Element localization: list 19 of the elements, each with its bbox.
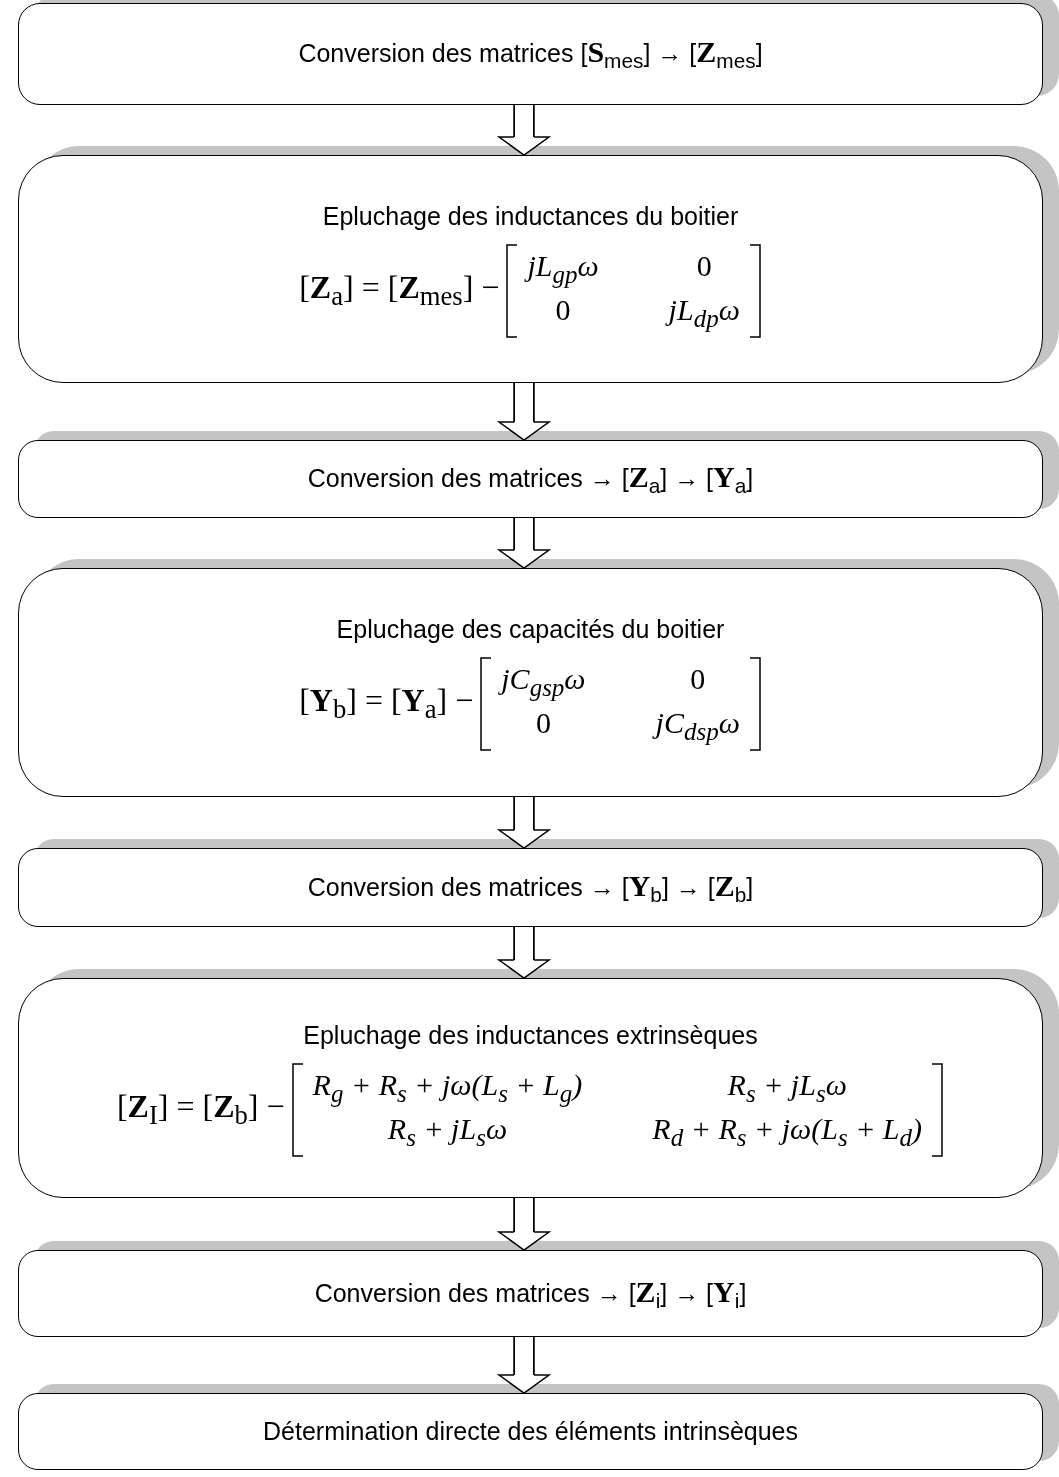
matrix-entry: R$_{s}$ + jL$_{s}$ω	[386, 1111, 509, 1152]
matrix-entry: R$_{g}$ + R$_{s}$ + jω(L$_{s}$ + L$_{g}$)	[312, 1067, 583, 1108]
step-text: Détermination directe des éléments intrinsèques	[263, 1417, 798, 1446]
matrix-entry: R$_{s}$ + jL$_{s}$ω	[726, 1067, 848, 1108]
step-text: Conversion des matrices → [Z$_{i}$] → [Y$_{i}$]	[314, 1274, 747, 1313]
step-title: Epluchage des capacités du boitier	[336, 615, 725, 644]
formula: [Z$_{a}$] = [Z$_{mes}$] −	[299, 268, 500, 313]
matrix-entry: 0	[689, 662, 707, 697]
step-title: Epluchage des inductances du boitier	[322, 201, 739, 231]
step-text: Conversion des matrices → [Z$_{a}$] → [Y$_{a}$]	[307, 460, 754, 498]
matrix-entry: R$_{d}$ + R$_{s}$ + jω(L$_{s}$ + L$_{d}$)	[652, 1111, 923, 1152]
matrix-entry: 0	[554, 292, 572, 328]
matrix-entry: 0	[695, 248, 713, 284]
step-text: Conversion des matrices [S$_{mes}$] → [Z$_{mes}$]	[298, 35, 763, 73]
formula: [Y$_{b}$] = [Y$_{a}$] −	[299, 682, 474, 726]
step-text: Conversion des matrices → [Y$_{b}$] → [Z$_{b}$]	[307, 868, 754, 907]
matrix-entry: 0	[534, 706, 552, 741]
step-title: Epluchage des inductances extrinsèques	[303, 1020, 758, 1050]
formula: [Z$_{I}$] = [Z$_{b}$] −	[116, 1087, 285, 1132]
